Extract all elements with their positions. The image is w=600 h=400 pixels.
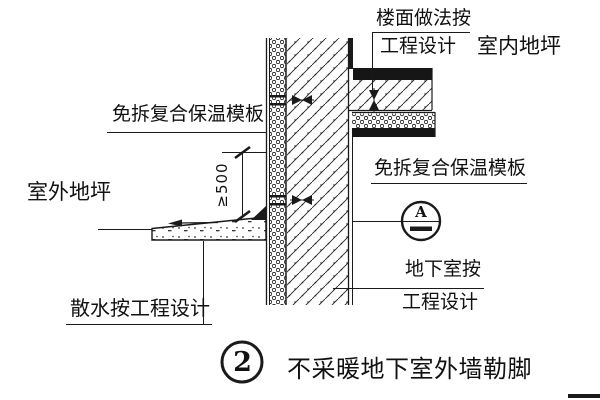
- dimension-value: ≥500: [213, 162, 231, 208]
- label-insulation-formwork-left: 免拆复合保温模板: [112, 103, 265, 125]
- slope-arrow-icon: [168, 219, 182, 227]
- floor-slab-assembly: [348, 68, 436, 137]
- formwork-outer-skin: [352, 128, 435, 137]
- slab-concrete: [348, 80, 432, 110]
- label-indoor-ground: 室内地坪: [477, 34, 561, 58]
- slope-arrow-tail: [179, 221, 219, 224]
- title-number-circle: [220, 340, 264, 384]
- label-floor-construction-line1: 楼面做法按: [376, 7, 472, 29]
- wall-concrete-core: [287, 38, 348, 305]
- label-basement-line1: 地下室按: [405, 258, 482, 280]
- floor-finish-band: [353, 68, 432, 80]
- drawing-title: 不采暖地下室外墙勒脚: [287, 355, 532, 383]
- apron-section: [98, 206, 267, 241]
- label-insulation-formwork-right: 免拆复合保温模板: [374, 157, 527, 179]
- detail-index-marker: [352, 200, 442, 242]
- label-basement-line2: 工程设计: [402, 291, 479, 313]
- corner-mark: [568, 394, 600, 398]
- label-apron: 散水按工程设计: [70, 296, 210, 320]
- apron-concrete-strip: [151, 216, 267, 241]
- plinth-height-dimension-line: [222, 145, 266, 224]
- wall-insulation-formwork-layer: [270, 38, 286, 305]
- label-outdoor-ground: 室外地坪: [27, 180, 111, 204]
- formwork-tie-icon: [270, 88, 379, 206]
- label-floor-construction-line2: 工程设计: [380, 35, 457, 57]
- basement-wall-section: [265, 38, 353, 305]
- slab-insulation-formwork-layer: [352, 113, 435, 128]
- title-number: 2: [233, 347, 252, 378]
- apron-wall-fillet: [251, 206, 266, 220]
- leader-lines: [66, 32, 527, 325]
- detail-index-letter: A: [415, 203, 427, 221]
